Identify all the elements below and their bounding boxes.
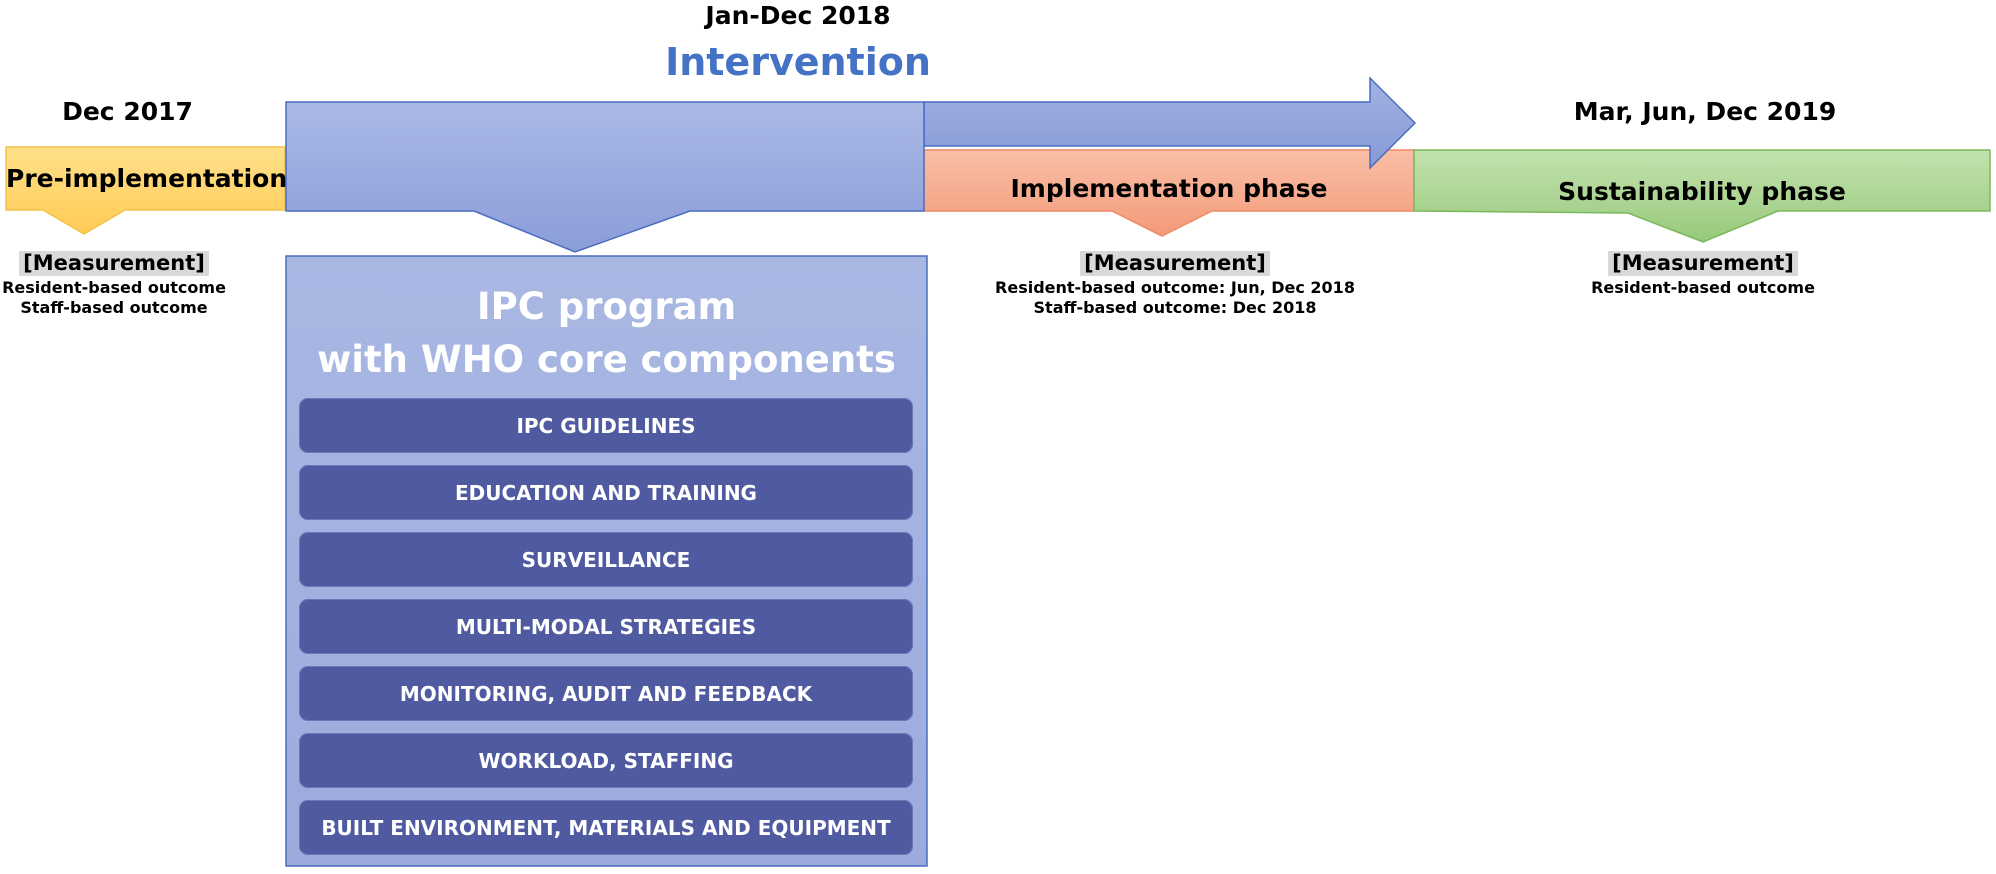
intervention-callout (285, 101, 925, 253)
pre-implementation-date: Dec 2017 (62, 97, 193, 126)
sustainability-date: Mar, Jun, Dec 2019 (1573, 97, 1837, 126)
ipc-program-subtitle: with WHO core components (317, 338, 896, 381)
component-item: WORKLOAD, STAFFING (299, 733, 913, 788)
sustainability-label: Sustainability phase (1558, 177, 1846, 206)
component-item: MONITORING, AUDIT AND FEEDBACK (299, 666, 913, 721)
component-item: EDUCATION AND TRAINING (299, 465, 913, 520)
sustainability-callout (1413, 149, 1991, 243)
pre-measurement-title: [Measurement] (19, 251, 209, 276)
pre-measurement: [Measurement] Resident-based outcome Sta… (0, 251, 228, 320)
implementation-measurement-line: Resident-based outcome: Jun, Dec 2018 (995, 278, 1355, 297)
implementation-label: Implementation phase (1010, 174, 1328, 203)
implementation-measurement: [Measurement] Resident-based outcome: Ju… (990, 251, 1360, 320)
pre-measurement-line: Staff-based outcome (20, 298, 208, 317)
component-item: BUILT ENVIRONMENT, MATERIALS AND EQUIPME… (299, 800, 913, 855)
sustainability-measurement-line: Resident-based outcome (1591, 278, 1815, 297)
intervention-arrow (923, 76, 1417, 170)
ipc-program-title: IPC program (476, 285, 737, 328)
pre-measurement-line: Resident-based outcome (2, 278, 226, 297)
pre-implementation-callout (5, 146, 286, 235)
component-item: IPC GUIDELINES (299, 398, 913, 453)
implementation-measurement-title: [Measurement] (1080, 251, 1270, 276)
component-item: MULTI-MODAL STRATEGIES (299, 599, 913, 654)
component-item: SURVEILLANCE (299, 532, 913, 587)
sustainability-measurement: [Measurement] Resident-based outcome (1570, 251, 1836, 300)
sustainability-measurement-title: [Measurement] (1608, 251, 1798, 276)
intervention-title: Intervention (665, 40, 931, 84)
intervention-period: Jan-Dec 2018 (705, 1, 891, 30)
pre-implementation-label: Pre-implementation (6, 164, 288, 193)
implementation-measurement-line: Staff-based outcome: Dec 2018 (1033, 298, 1317, 317)
